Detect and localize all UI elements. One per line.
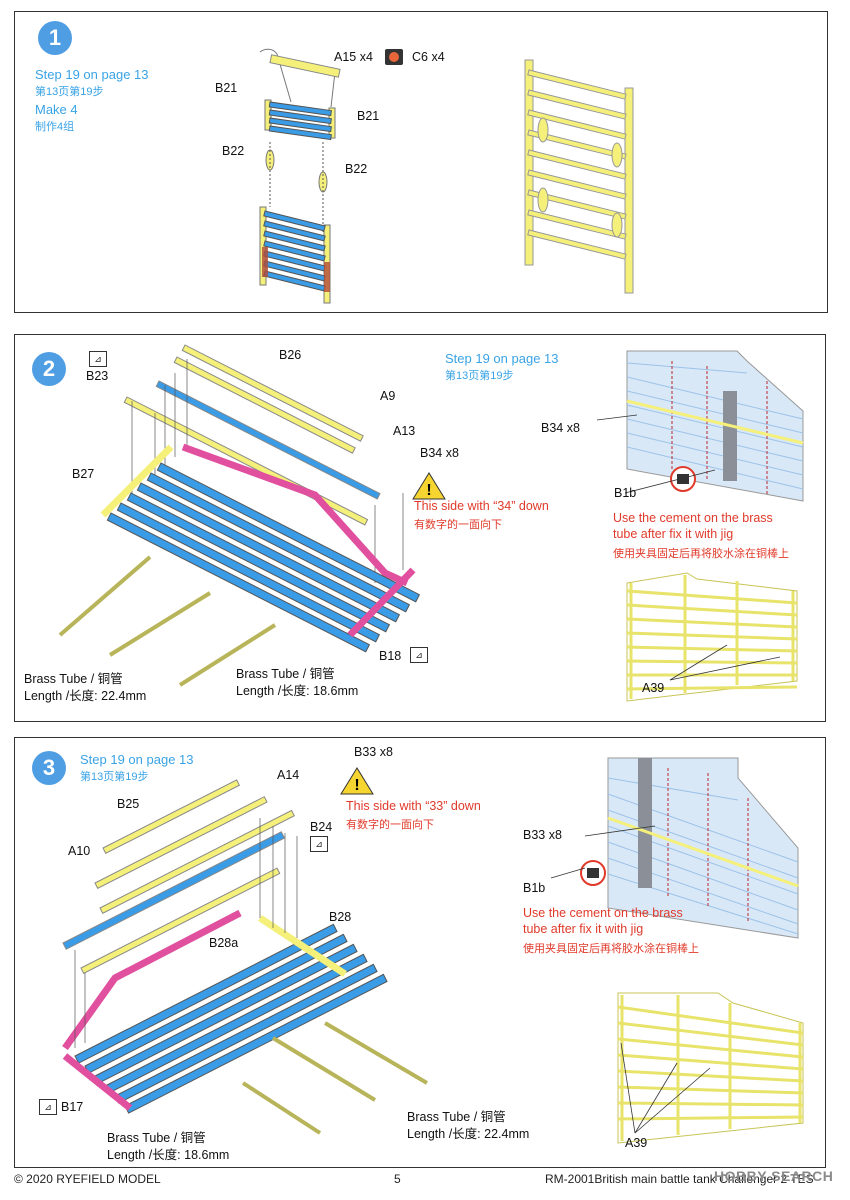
brass-tube-label: Brass Tube / 铜管 <box>407 1110 506 1124</box>
cement-note: tube after fix it with jig <box>613 527 734 541</box>
step-3-panel: 3 Step 19 on page 13 第13页第19步 <box>14 737 826 1168</box>
make-count: Make 4 <box>35 102 78 117</box>
part-label-b33: B33 x8 <box>354 745 393 759</box>
part-label-a10: A10 <box>68 844 91 858</box>
step-1-diagram <box>259 48 634 304</box>
warning-text-cn: 有数字的一面向下 <box>414 519 502 531</box>
brass-tube-length: Length /长度: 18.6mm <box>107 1148 230 1162</box>
part-label-b21-left: B21 <box>215 81 238 95</box>
step-reference: Step 19 on page 13 <box>80 752 194 767</box>
glue-icon: ⊿ <box>39 1099 57 1115</box>
brass-tube-length: Length /长度: 22.4mm <box>407 1127 530 1141</box>
brass-tube-label: Brass Tube / 铜管 <box>107 1131 206 1145</box>
warning-text-cn: 有数字的一面向下 <box>346 819 434 831</box>
step-number: 3 <box>32 751 66 785</box>
glue-icon: ⊿ <box>310 836 328 852</box>
part-label-b26: B26 <box>279 348 302 362</box>
part-label-b23: B23 <box>86 369 109 383</box>
part-label-b34: B34 x8 <box>420 446 459 460</box>
warning-text: This side with “33” down <box>346 799 481 813</box>
part-label-b18: B18 <box>379 649 402 663</box>
step-number: 1 <box>38 21 72 55</box>
brass-tube-label: Brass Tube / 铜管 <box>24 672 123 686</box>
glue-icon: ⊿ <box>89 351 107 367</box>
part-label-a15: A15 x4 <box>334 50 373 64</box>
step-2-panel: 2 Step 19 on page 13 第13页第19步 <box>14 334 826 722</box>
step-1-panel: 1 Step 19 on page 13 第13页第19步 Make 4 制作4… <box>14 11 828 313</box>
step-number: 2 <box>32 352 66 386</box>
part-label-b27: B27 <box>72 467 95 481</box>
part-label-a13: A13 <box>393 424 416 438</box>
cement-note-cn: 使用夹具固定后再将胶水涂在铜棒上 <box>613 548 789 560</box>
brass-tube-length: Length /长度: 22.4mm <box>24 689 147 703</box>
cement-note: Use the cement on the brass <box>613 511 773 525</box>
footer-copyright: © 2020 RYEFIELD MODEL <box>14 1172 161 1186</box>
part-label-b1b: B1b <box>523 881 546 895</box>
step-reference: Step 19 on page 13 <box>445 351 559 366</box>
part-label-b21-right: B21 <box>357 109 380 123</box>
cement-note-cn: 使用夹具固定后再将胶水涂在铜棒上 <box>523 943 699 955</box>
watermark-logo: HOBBY SEARCH <box>714 1168 834 1184</box>
part-label-b1b: B1b <box>614 486 637 500</box>
step-reference-cn: 第13页第19步 <box>445 370 514 382</box>
step-2-diagram: ! <box>58 344 804 702</box>
part-label-b33-side: B33 x8 <box>523 828 562 842</box>
svg-text:!: ! <box>426 482 431 499</box>
part-label-b22-left: B22 <box>222 144 245 158</box>
glue-icon: ⊿ <box>410 647 428 663</box>
part-label-b17: B17 <box>61 1100 84 1114</box>
step-reference: Step 19 on page 13 <box>35 67 149 82</box>
part-label-b28a: B28a <box>209 936 239 950</box>
step-reference-cn: 第13页第19步 <box>35 86 104 98</box>
part-label-b22-right: B22 <box>345 162 368 176</box>
part-label-a14: A14 <box>277 768 300 782</box>
brass-tube-label: Brass Tube / 铜管 <box>236 667 335 681</box>
svg-text:!: ! <box>354 777 359 794</box>
part-label-b24: B24 <box>310 820 333 834</box>
part-label-c6: C6 x4 <box>412 50 445 64</box>
footer-page-number: 5 <box>394 1172 401 1186</box>
brass-tube-length: Length /长度: 18.6mm <box>236 684 359 698</box>
step-reference-cn: 第13页第19步 <box>80 771 149 783</box>
cement-note: tube after fix it with jig <box>523 922 644 936</box>
warning-text: This side with “34” down <box>414 499 549 513</box>
part-label-b34-side: B34 x8 <box>541 421 580 435</box>
cement-note: Use the cement on the brass <box>523 906 683 920</box>
part-label-a9: A9 <box>380 389 396 403</box>
part-label-b28: B28 <box>329 910 352 924</box>
part-label-a39: A39 <box>625 1136 648 1150</box>
step-3-diagram: ! <box>62 757 804 1144</box>
footer-product-name: RM-2001British main battle tank Challeng… <box>545 1172 814 1186</box>
part-label-b25: B25 <box>117 797 140 811</box>
part-label-a39: A39 <box>642 681 665 695</box>
make-count-cn: 制作4组 <box>35 121 75 133</box>
